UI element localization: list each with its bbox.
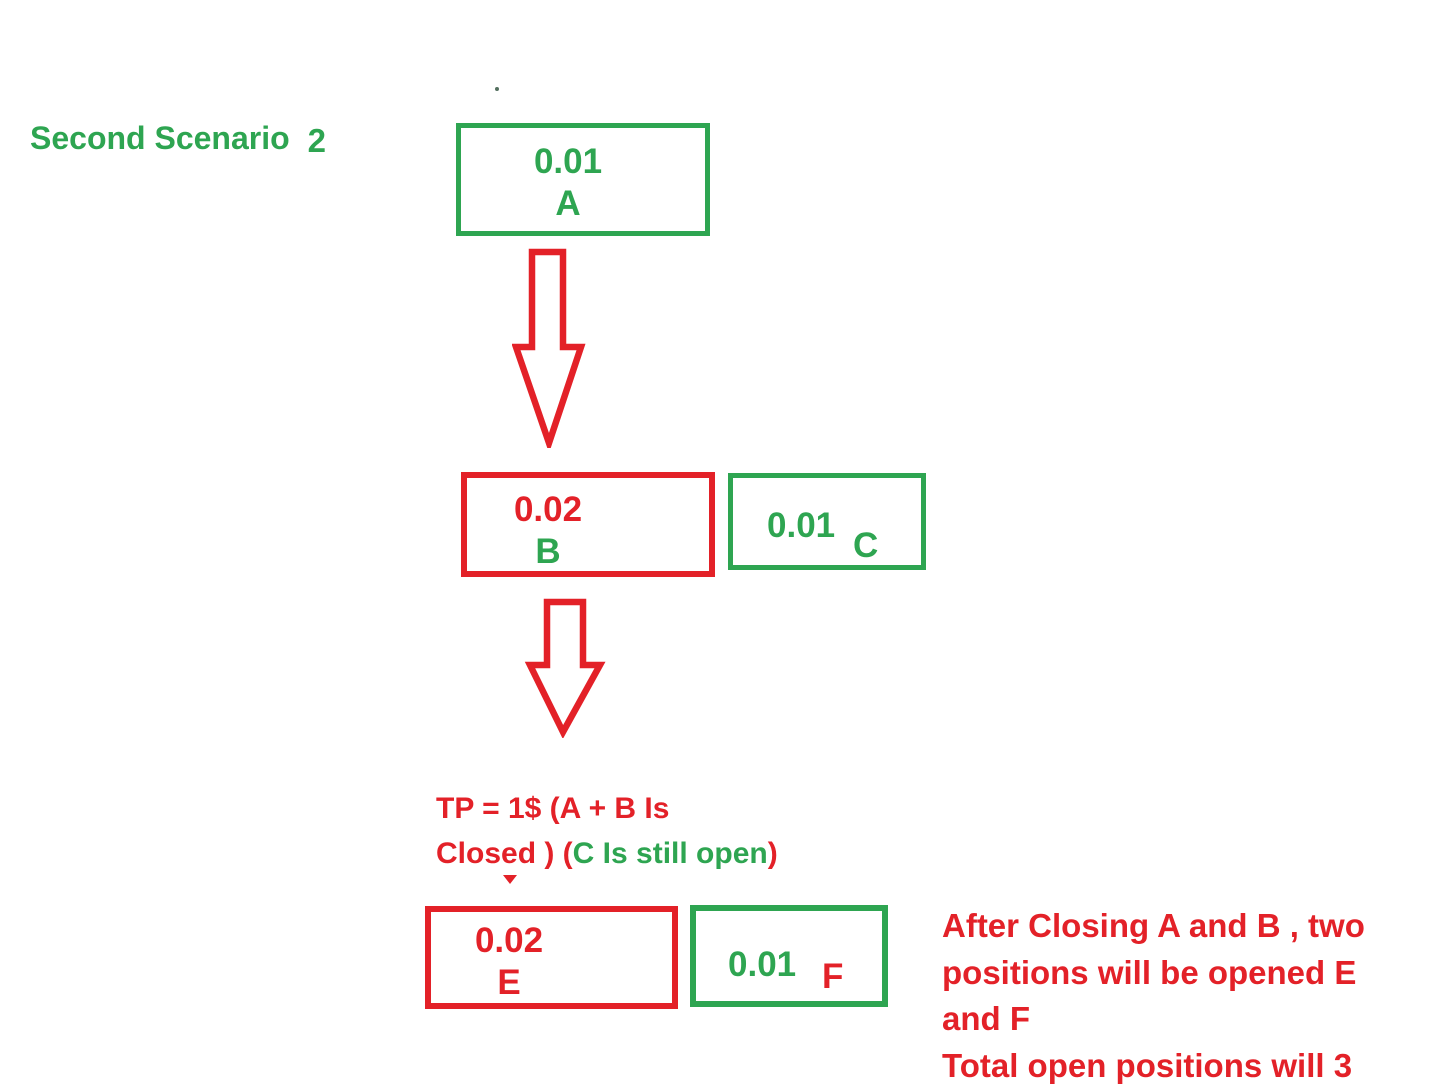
box-f: 0.01 F	[690, 905, 888, 1007]
side-note-line: After Closing A and B , two	[942, 903, 1430, 950]
box-c-label: C	[853, 526, 878, 566]
stray-dot	[495, 87, 499, 91]
box-a-value: 0.01	[534, 141, 602, 182]
page-title-text: Second Scenario	[30, 120, 290, 157]
down-arrow-2-icon	[524, 598, 606, 738]
box-f-label: F	[822, 957, 843, 997]
page-title: Second Scenario 2	[30, 120, 326, 158]
box-c: 0.01 C	[728, 473, 926, 570]
down-arrow-1-icon	[512, 248, 586, 448]
tp-note: TP = 1$ (A + B Is Closed ) (C Is still o…	[436, 786, 778, 876]
box-a-label: A	[555, 183, 580, 224]
box-e-value: 0.02	[475, 920, 543, 961]
box-b: 0.02 B	[461, 472, 715, 577]
side-note-line: Total open positions will 3	[942, 1043, 1430, 1089]
box-e-label: E	[497, 962, 520, 1003]
tp-note-line2-red-prefix: Closed ) (	[436, 837, 573, 870]
side-note-line: positions will be opened E	[942, 950, 1430, 997]
box-e: 0.02 E	[425, 906, 678, 1009]
side-note: After Closing A and B , two positions wi…	[942, 903, 1430, 1089]
box-a: 0.01 A	[456, 123, 710, 236]
box-b-value: 0.02	[514, 489, 582, 530]
scenario-number: 2	[308, 122, 326, 160]
side-note-line: and F	[942, 996, 1430, 1043]
tp-note-line2-red-suffix: )	[768, 837, 778, 870]
box-b-label: B	[535, 531, 560, 572]
tp-note-line1: TP = 1$ (A + B Is	[436, 786, 778, 831]
box-f-value: 0.01	[728, 945, 796, 985]
box-c-value: 0.01	[767, 506, 835, 546]
triangle-marker-icon	[503, 875, 517, 884]
tp-note-line2-green: C Is still open	[573, 837, 768, 870]
tp-note-line2: Closed ) (C Is still open)	[436, 831, 778, 876]
